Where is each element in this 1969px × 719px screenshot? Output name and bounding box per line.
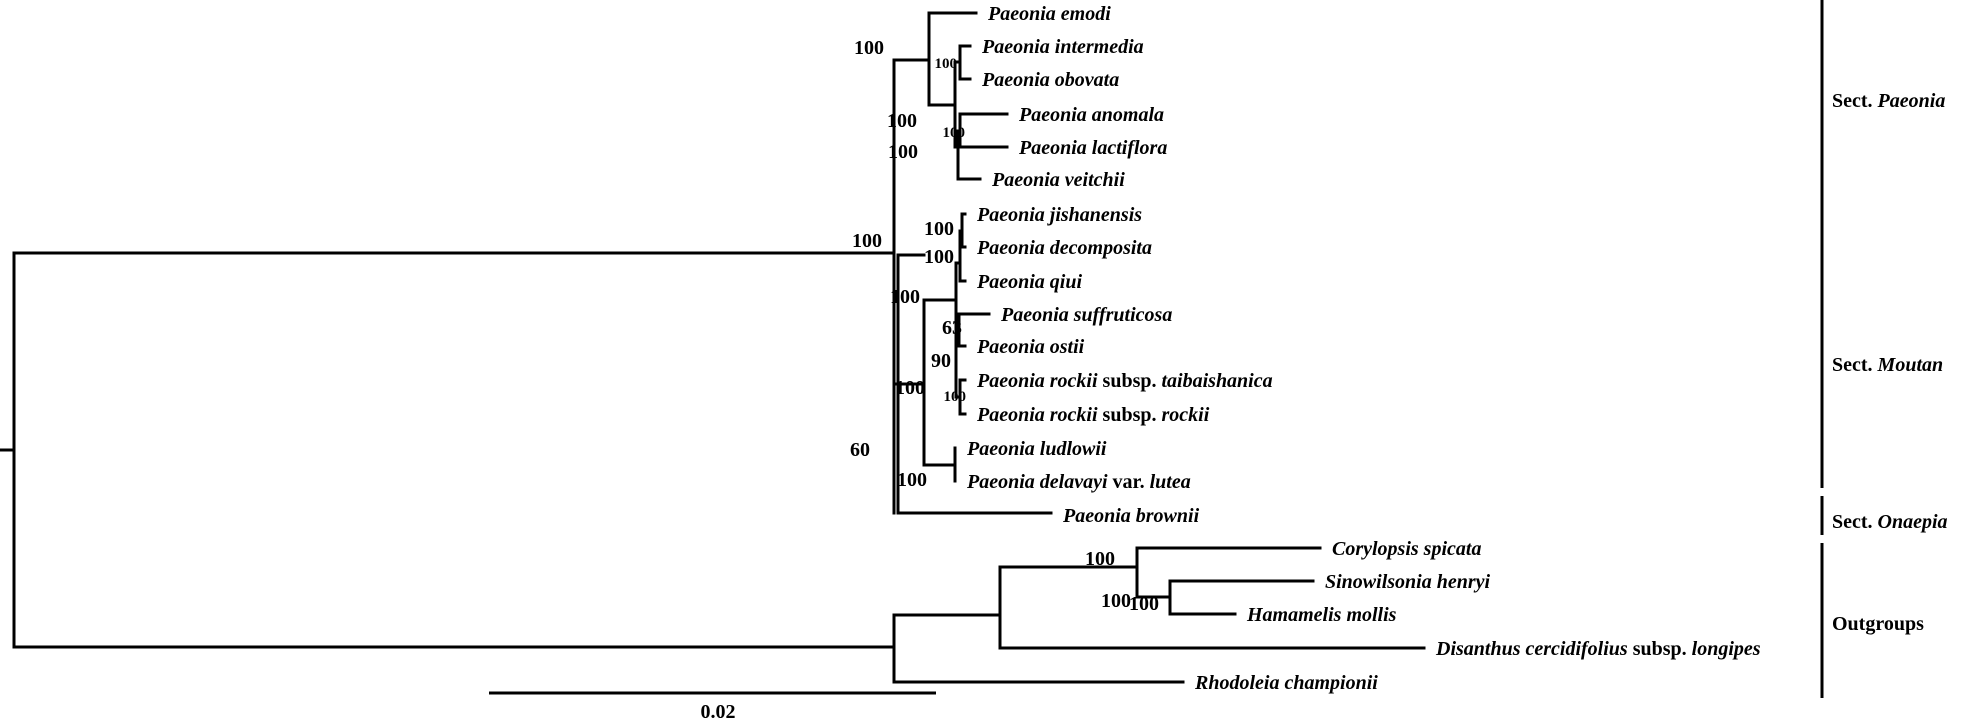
section-label-paeonia: Sect. Paeonia bbox=[1832, 90, 1945, 112]
taxon-label-veitchii: Paeonia veitchii bbox=[991, 169, 1125, 191]
support-value: 100 bbox=[944, 389, 967, 405]
taxon-label-taibaishanica: Paeonia rockii subsp. taibaishanica bbox=[976, 370, 1273, 392]
support-value: 100 bbox=[888, 141, 918, 163]
tree-branches bbox=[0, 11, 1426, 684]
scale-bar: 0.02 bbox=[489, 691, 936, 719]
section-label-moutan: Sect. Moutan bbox=[1832, 354, 1943, 376]
support-value: 100 bbox=[890, 286, 920, 308]
taxon-label-intermedia: Paeonia intermedia bbox=[981, 36, 1144, 58]
taxon-label-obovata: Paeonia obovata bbox=[981, 69, 1119, 91]
taxon-label-emodi: Paeonia emodi bbox=[987, 3, 1111, 25]
taxon-label-anomala: Paeonia anomala bbox=[1018, 104, 1164, 126]
support-value: 90 bbox=[931, 350, 951, 372]
taxon-label-ostii: Paeonia ostii bbox=[976, 336, 1085, 358]
support-value: 100 bbox=[1101, 590, 1131, 612]
section-label-outgroups: Outgroups bbox=[1832, 613, 1924, 635]
support-value: 100 bbox=[935, 56, 958, 72]
support-value: 100 bbox=[1129, 593, 1159, 615]
support-value: 100 bbox=[924, 246, 954, 268]
support-value: 100 bbox=[852, 230, 882, 252]
taxon-label-hamamelis: Hamamelis mollis bbox=[1246, 604, 1397, 626]
support-value: 100 bbox=[897, 469, 927, 491]
taxon-label-ludlowii: Paeonia ludlowii bbox=[966, 438, 1107, 460]
support-value: 100 bbox=[887, 110, 917, 132]
taxon-label-lactiflora: Paeonia lactiflora bbox=[1018, 137, 1167, 159]
taxon-label-rhodoleia: Rhodoleia championii bbox=[1194, 672, 1378, 694]
taxon-label-rockii: Paeonia rockii subsp. rockii bbox=[976, 404, 1210, 426]
support-value: 100 bbox=[943, 125, 966, 141]
taxon-label-lutea: Paeonia delavayi var. lutea bbox=[966, 471, 1191, 493]
support-value: 100 bbox=[1085, 548, 1115, 570]
taxon-label-suffruticosa: Paeonia suffruticosa bbox=[1000, 304, 1172, 326]
scale-bar-label: 0.02 bbox=[701, 701, 736, 719]
taxon-label-disanthus: Disanthus cercidifolius subsp. longipes bbox=[1435, 638, 1761, 660]
taxon-label-decomposita: Paeonia decomposita bbox=[976, 237, 1152, 259]
taxon-label-qiui: Paeonia qiui bbox=[976, 271, 1082, 293]
support-value: 63 bbox=[942, 317, 962, 339]
taxon-label-sinowilsonia: Sinowilsonia henryi bbox=[1325, 571, 1491, 593]
support-value: 100 bbox=[854, 37, 884, 59]
support-value: 100 bbox=[924, 218, 954, 240]
taxon-label-jishanensis: Paeonia jishanensis bbox=[976, 204, 1142, 226]
support-value: 60 bbox=[850, 439, 870, 461]
taxon-label-brownii: Paeonia brownii bbox=[1062, 505, 1200, 527]
section-label-onaepia: Sect. Onaepia bbox=[1832, 511, 1948, 533]
taxon-label-corylopsis: Corylopsis spicata bbox=[1332, 538, 1481, 560]
support-value: 100 bbox=[895, 377, 925, 399]
